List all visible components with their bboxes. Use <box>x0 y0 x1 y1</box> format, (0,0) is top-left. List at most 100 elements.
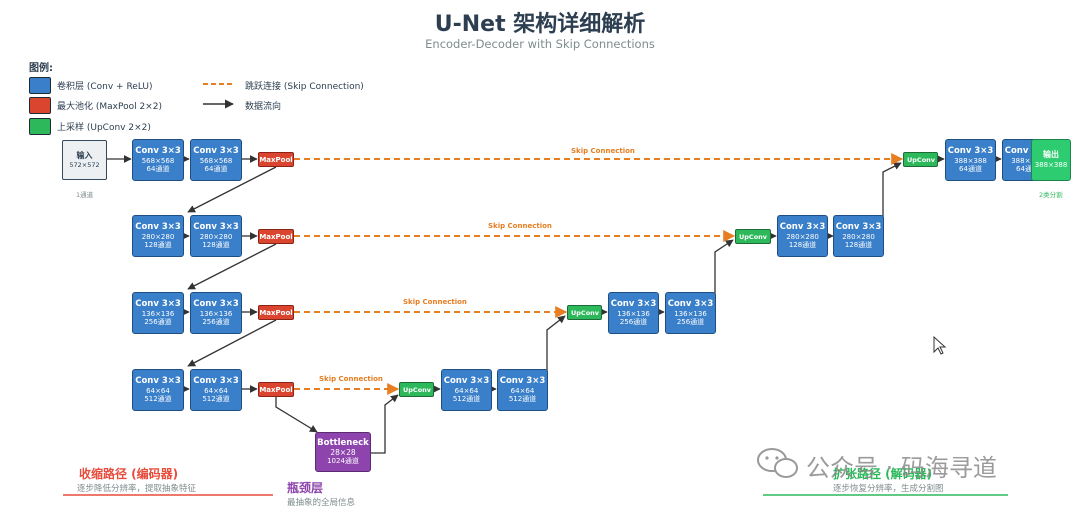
wechat-icon <box>757 448 798 478</box>
output-title: 输出 <box>1043 150 1059 160</box>
block-size: 136×136 <box>674 309 707 318</box>
arrow-from-bottleneck <box>371 394 399 454</box>
block-channels: 512通道 <box>508 394 537 403</box>
dec1-conv2-block: Conv 3×3 64×64 512通道 <box>497 369 548 411</box>
block-title: Conv 3×3 <box>193 146 239 157</box>
block-size: 280×280 <box>141 232 175 241</box>
skip-label-l3: Skip Connection <box>403 298 467 306</box>
upconv-label: UpConv <box>907 155 936 164</box>
dec3-conv2-block: Conv 3×3 280×280 128通道 <box>833 215 884 257</box>
output-note: 2类分割 <box>1039 191 1063 199</box>
bottleneck-section-title: 瓶颈层 <box>287 481 324 495</box>
block-title: Conv 3×3 <box>779 222 826 233</box>
bottleneck-size: 28×28 <box>330 448 356 458</box>
dec2-upconv-block: UpConv <box>567 305 602 320</box>
legend-flow-label: 数据流向 <box>245 102 282 112</box>
block-channels: 512通道 <box>452 394 481 403</box>
arrow-d2-up <box>714 239 734 298</box>
input-size: 572×572 <box>69 160 100 169</box>
bottleneck-section-desc: 最抽象的全局信息 <box>287 498 356 508</box>
block-title: Conv 3×3 <box>610 299 657 310</box>
enc1-pool-block: MaxPool <box>258 152 294 167</box>
block-title: Conv 3×3 <box>667 299 714 310</box>
arrow-l3-down <box>187 319 277 367</box>
block-size: 280×280 <box>786 232 819 241</box>
enc4-conv1-block: Conv 3×3 64×64 512通道 <box>132 369 184 411</box>
legend-up-label: 上采样 (UpConv 2×2) <box>57 123 151 133</box>
block-channels: 64通道 <box>146 164 170 173</box>
enc2-conv1-block: Conv 3×3 280×280 128通道 <box>132 215 184 257</box>
block-channels: 256通道 <box>676 317 705 326</box>
encoder-section-title: 收缩路径 (编码器) <box>79 467 179 481</box>
block-size: 64×64 <box>454 386 479 395</box>
block-title: Conv 3×3 <box>193 222 239 233</box>
block-title: Conv 3×3 <box>947 146 994 157</box>
skip-label-l4: Skip Connection <box>319 375 383 383</box>
legend-conv-label: 卷积层 (Conv + ReLU) <box>57 82 153 92</box>
input-title: 输入 <box>76 150 93 160</box>
upconv-label: UpConv <box>403 385 432 394</box>
dec4-upconv-block: UpConv <box>903 152 938 167</box>
block-size: 64×64 <box>510 386 535 395</box>
legend-conv-swatch <box>29 77 51 94</box>
input-block: 输入 572×572 <box>62 140 107 180</box>
decoder-section-title: 扩张路径 (解码器) <box>833 467 933 481</box>
upconv-label: UpConv <box>739 232 768 241</box>
enc3-conv1-block: Conv 3×3 136×136 256通道 <box>132 292 184 334</box>
bottleneck-title: Bottleneck <box>317 438 369 449</box>
block-channels: 512通道 <box>144 394 172 403</box>
block-channels: 128通道 <box>788 240 817 249</box>
block-size: 136×136 <box>199 309 233 318</box>
dec3-conv1-block: Conv 3×3 280×280 128通道 <box>777 215 828 257</box>
block-channels: 64通道 <box>1016 164 1039 173</box>
output-size: 388×388 <box>1034 160 1068 169</box>
watermark-text: 公众号 · 码海寻道 <box>806 454 997 482</box>
arrow-d3-up <box>882 162 902 222</box>
bottleneck-block: Bottleneck 28×28 1024通道 <box>315 432 371 472</box>
encoder-section-desc: 逐步降低分辨率，提取抽象特征 <box>77 484 197 494</box>
block-channels: 128通道 <box>144 240 172 249</box>
block-title: Conv 3×3 <box>135 222 181 233</box>
arrow-to-bottleneck <box>275 397 318 433</box>
arrow-l2-down <box>187 243 277 290</box>
block-size: 136×136 <box>141 309 175 318</box>
upconv-label: UpConv <box>571 308 600 317</box>
block-title: Conv 3×3 <box>835 222 882 233</box>
page-title: U-Net 架构详细解析 <box>434 12 646 37</box>
block-title: Conv 3×3 <box>499 376 546 387</box>
dec2-conv2-block: Conv 3×3 136×136 256通道 <box>665 292 716 334</box>
legend-pool-label: 最大池化 (MaxPool 2×2) <box>57 102 162 112</box>
input-note: 1通道 <box>76 191 94 199</box>
block-size: 568×568 <box>199 156 233 165</box>
block-channels: 256通道 <box>619 317 648 326</box>
block-channels: 128通道 <box>202 240 230 249</box>
block-size: 388×388 <box>954 156 987 165</box>
block-title: Conv 3×3 <box>135 146 181 157</box>
enc3-conv2-block: Conv 3×3 136×136 256通道 <box>190 292 242 334</box>
legend-pool-swatch <box>29 97 51 114</box>
page-subtitle: Encoder-Decoder with Skip Connections <box>425 37 655 51</box>
block-size: 280×280 <box>842 232 875 241</box>
legend-skip-label: 跳跃连接 (Skip Connection) <box>245 82 364 92</box>
dec1-conv1-block: Conv 3×3 64×64 512通道 <box>441 369 492 411</box>
output-block: 输出 388×388 <box>1031 139 1071 181</box>
block-channels: 256通道 <box>202 317 230 326</box>
dec3-upconv-block: UpConv <box>735 229 771 244</box>
enc2-conv2-block: Conv 3×3 280×280 128通道 <box>190 215 242 257</box>
dec1-upconv-block: UpConv <box>399 382 434 397</box>
enc4-conv2-block: Conv 3×3 64×64 512通道 <box>190 369 242 411</box>
block-channels: 256通道 <box>144 317 172 326</box>
block-title: Conv 3×3 <box>135 299 181 310</box>
dec2-conv1-block: Conv 3×3 136×136 256通道 <box>608 292 659 334</box>
block-size: 280×280 <box>199 232 233 241</box>
skip-label-l2: Skip Connection <box>488 222 552 230</box>
mouse-cursor-icon <box>933 335 947 355</box>
dec4-conv1-block: Conv 3×3 388×388 64通道 <box>945 139 996 181</box>
enc2-pool-block: MaxPool <box>258 229 294 244</box>
enc4-pool-block: MaxPool <box>258 382 294 397</box>
decoder-section-desc: 逐步恢复分辨率，生成分割图 <box>833 484 944 494</box>
block-channels: 512通道 <box>202 394 230 403</box>
legend-up-swatch <box>29 118 51 135</box>
skip-label-l1: Skip Connection <box>571 147 635 155</box>
